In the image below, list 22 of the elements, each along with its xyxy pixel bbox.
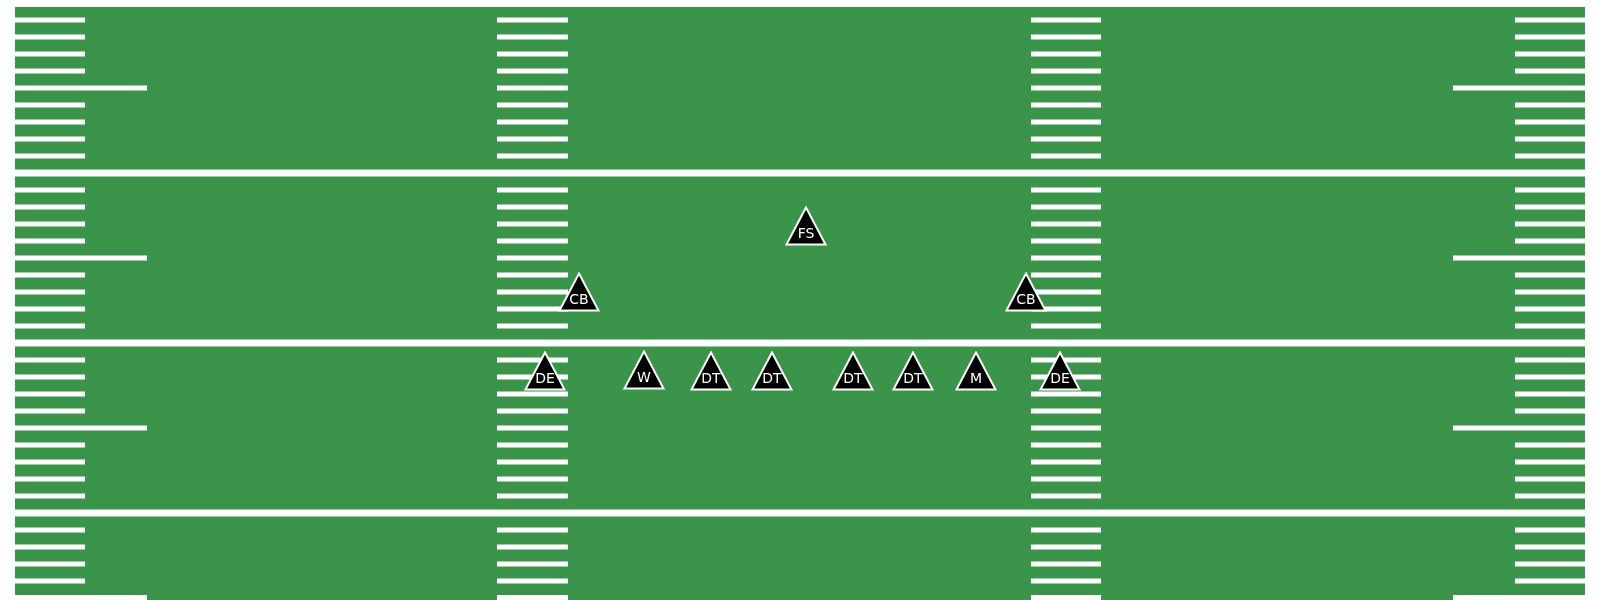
player-triangle	[892, 351, 934, 391]
position-label: M	[969, 370, 983, 386]
player-triangle	[955, 351, 997, 391]
position-label: W	[637, 369, 651, 385]
position-label: CB	[1016, 291, 1036, 307]
player-triangle	[751, 351, 793, 391]
player-triangle	[690, 351, 732, 391]
player-triangle	[524, 351, 566, 391]
position-label: DT	[762, 370, 782, 386]
position-label: DT	[903, 370, 923, 386]
position-label: CB	[569, 291, 589, 307]
position-label: FS	[797, 225, 815, 241]
position-label: DT	[843, 370, 863, 386]
position-label: DE	[535, 370, 555, 386]
player-triangle	[832, 351, 874, 391]
position-label: DT	[701, 370, 721, 386]
player-triangle	[623, 350, 665, 390]
player-triangle	[558, 272, 600, 312]
player-triangle	[1039, 351, 1081, 391]
position-label: DE	[1050, 370, 1070, 386]
player-triangle	[785, 206, 827, 246]
player-triangle	[1005, 272, 1047, 312]
